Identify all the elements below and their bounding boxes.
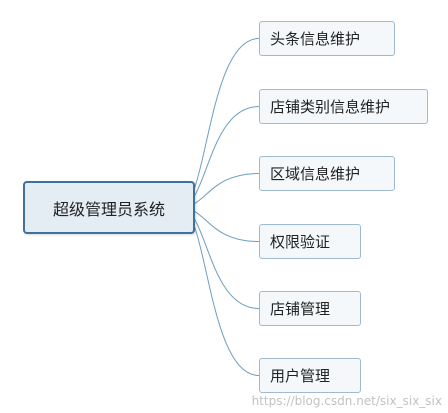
branch-node-label: 店铺类别信息维护 — [270, 98, 391, 116]
branch-node-label: 头条信息维护 — [270, 30, 361, 48]
watermark: https://blog.csdn.net/six_six_six — [251, 394, 442, 408]
branch-node-label: 区域信息维护 — [270, 165, 361, 183]
root-node-label: 超级管理员系统 — [52, 199, 165, 219]
branch-node-label: 用户管理 — [270, 367, 331, 385]
branch-node-label: 权限验证 — [270, 233, 331, 251]
branch-node-shop-management[interactable]: 店铺管理 — [259, 291, 361, 326]
branch-node-area-info[interactable]: 区域信息维护 — [259, 156, 395, 191]
branch-node-label: 店铺管理 — [270, 300, 331, 318]
root-node-super-admin-system[interactable]: 超级管理员系统 — [23, 181, 195, 234]
branch-node-permission-check[interactable]: 权限验证 — [259, 224, 361, 259]
branch-node-user-management[interactable]: 用户管理 — [259, 358, 361, 393]
branch-node-shop-category-info[interactable]: 店铺类别信息维护 — [259, 89, 428, 124]
branch-node-headline-info[interactable]: 头条信息维护 — [259, 21, 395, 56]
